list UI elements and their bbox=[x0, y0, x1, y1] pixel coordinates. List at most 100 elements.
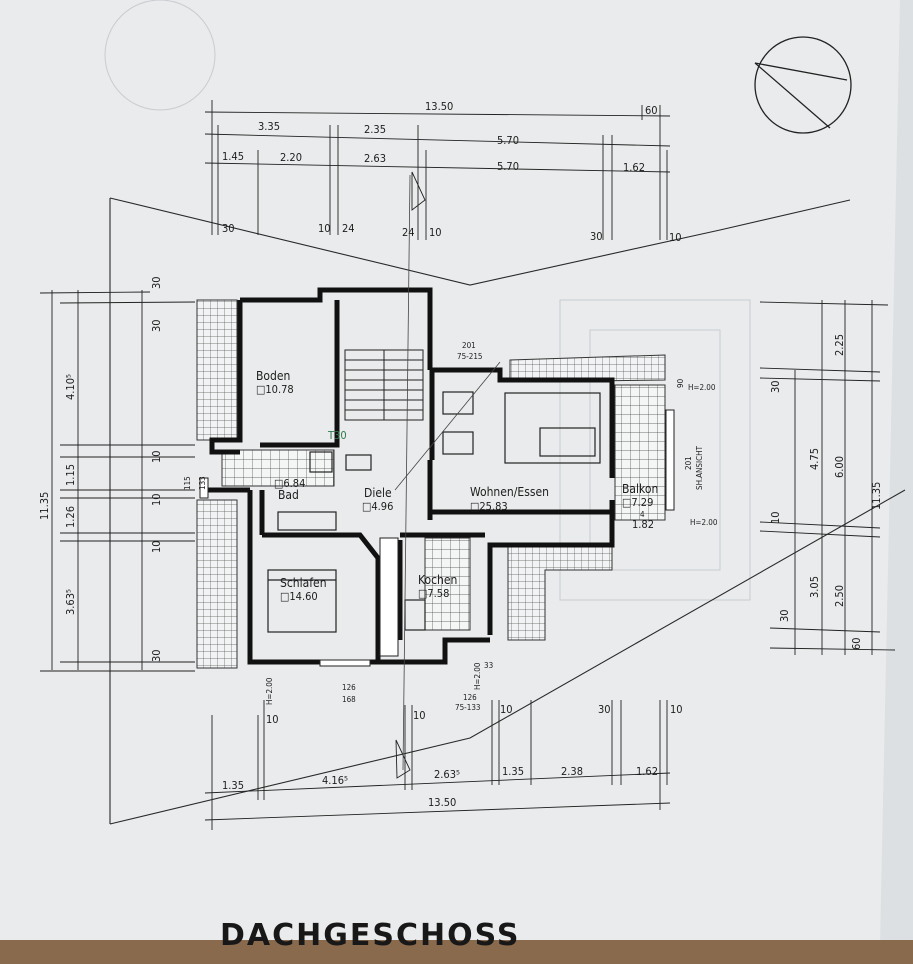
dim-bottom-r1-2: 2.63⁵ bbox=[434, 768, 460, 781]
dim-right-outer-1: 6.00 bbox=[833, 456, 846, 478]
dim-top-r4-1: 10 bbox=[318, 222, 331, 235]
room-boden-area: □10.78 bbox=[256, 383, 294, 396]
dim-top-r2-2: 5.70 bbox=[497, 134, 519, 147]
balcony-4-label: 4 bbox=[640, 510, 645, 519]
dim-top-r3-2: 2.63 bbox=[364, 152, 386, 165]
window-bottom-sub-label: 168 bbox=[342, 695, 356, 704]
room-balkon-area: □7.29 bbox=[622, 496, 653, 509]
dim-top-r3-1: 2.20 bbox=[280, 151, 302, 164]
room-balkon-area-sub: 1.82 bbox=[632, 518, 654, 531]
staircase bbox=[344, 349, 424, 421]
dim-top-r4-4: 10 bbox=[429, 226, 442, 239]
small-33-label: 33 bbox=[484, 661, 493, 670]
room-balkon-name: Balkon bbox=[622, 482, 658, 496]
dim-bottom-total: 13.50 bbox=[428, 796, 456, 809]
height-label-d: H=2.00 bbox=[690, 518, 718, 527]
dim-bottom-r2-0: 10 bbox=[266, 713, 279, 726]
dim-top-r4-3: 24 bbox=[402, 226, 415, 239]
window-bottom-label: 126 bbox=[342, 683, 356, 692]
dim-top-60: 60 bbox=[645, 104, 658, 117]
dim-bottom-r1-4: 2.38 bbox=[561, 765, 583, 778]
dim-right-inner-3: 60 bbox=[850, 637, 863, 650]
roof-slope-hatching bbox=[196, 299, 666, 669]
dimensions-right bbox=[759, 300, 896, 655]
dim-bottom-r1-1: 4.16⁵ bbox=[322, 774, 348, 787]
dim-right-mid-0: 4.75 bbox=[808, 448, 821, 470]
room-wohnen-name: Wohnen/Essen bbox=[470, 485, 549, 499]
height-label-b: H=2.00 bbox=[473, 662, 482, 690]
room-bad-name: Bad bbox=[278, 488, 299, 502]
dim-bottom-r1-3: 1.35 bbox=[502, 765, 524, 778]
paper-fold bbox=[880, 0, 913, 945]
balcony-side-label: 201 bbox=[684, 456, 693, 470]
dim-right-outer-0: 2.25 bbox=[833, 334, 846, 356]
window-bottom2-sub-label: 75-133 bbox=[455, 703, 481, 712]
dim-top-r4-0: 30 bbox=[222, 222, 235, 235]
dim-left-inner-0: 30 bbox=[150, 276, 163, 289]
dim-right-inner-2: 30 bbox=[778, 609, 791, 622]
dim-top-r3-3: 5.70 bbox=[497, 160, 519, 173]
dim-right-inner-1: 10 bbox=[769, 511, 782, 524]
dim-top-r2-1: 2.35 bbox=[364, 123, 386, 136]
room-kochen-area: □7.58 bbox=[418, 587, 449, 600]
dimensions-top bbox=[204, 100, 671, 240]
page-title: DACHGESCHOSS bbox=[220, 918, 520, 953]
table-edge bbox=[0, 940, 913, 960]
window-left-label: 115 bbox=[183, 476, 192, 490]
room-wohnen-area: □25.83 bbox=[470, 500, 508, 513]
dim-left-inner-1: 30 bbox=[150, 319, 163, 332]
dim-bottom-r2-3: 30 bbox=[598, 703, 611, 716]
room-boden-name: Boden bbox=[256, 369, 290, 383]
dim-bottom-r1-5: 1.62 bbox=[636, 765, 658, 778]
dim-right-mid-1: 3.05 bbox=[808, 576, 821, 598]
dim-left-seg-3: 3.63⁵ bbox=[64, 589, 77, 615]
north-arrow-icon bbox=[754, 36, 852, 134]
dim-top-r2-0: 3.35 bbox=[258, 120, 280, 133]
windows bbox=[199, 409, 675, 667]
tiled-floors bbox=[221, 384, 666, 631]
dimensions-left bbox=[39, 290, 196, 672]
dim-left-inner-4: 10 bbox=[150, 540, 163, 553]
window-bottom2-label: 126 bbox=[463, 693, 477, 702]
room-schlafen-name: Schlafen bbox=[280, 576, 327, 590]
dim-top-r4-6: 10 bbox=[669, 231, 682, 244]
opening-top-label: 201 bbox=[462, 341, 476, 350]
dim-bottom-r2-2: 10 bbox=[500, 703, 513, 716]
background-sketch bbox=[104, 0, 751, 601]
dim-left-seg-1: 1.15 bbox=[64, 464, 77, 486]
room-diele-name: Diele bbox=[364, 486, 392, 500]
dim-left-seg-2: 1.26 bbox=[64, 506, 77, 528]
height-label-c: H=2.00 bbox=[688, 383, 716, 392]
room-diele-area: □4.96 bbox=[362, 500, 393, 513]
dim-bottom-r2-4: 10 bbox=[670, 703, 683, 716]
dim-top-r3-0: 1.45 bbox=[222, 150, 244, 163]
dim-top-r3-4: 1.62 bbox=[623, 161, 645, 174]
room-kochen-name: Kochen bbox=[418, 573, 457, 587]
section-lines bbox=[394, 174, 501, 771]
dim-left-inner-5: 30 bbox=[150, 649, 163, 662]
room-schlafen-area: □14.60 bbox=[280, 590, 318, 603]
dim-top-r4-5: 30 bbox=[590, 230, 603, 243]
dim-bottom-r1-0: 1.35 bbox=[222, 779, 244, 792]
dim-right-outer-2: 2.50 bbox=[833, 585, 846, 607]
dim-left-inner-2: 10 bbox=[150, 450, 163, 463]
dim-right-inner-0: 30 bbox=[769, 380, 782, 393]
height-label-a: H=2.00 bbox=[265, 677, 274, 705]
walls bbox=[200, 287, 615, 665]
dim-bottom-r2-1: 10 bbox=[413, 709, 426, 722]
door-rating-label: T30 bbox=[327, 429, 347, 442]
window-left-sub-label: 133 bbox=[198, 476, 207, 490]
dim-top-total: 13.50 bbox=[425, 100, 453, 113]
balcony-view-label: SH.ANSICHT bbox=[695, 445, 704, 490]
balcony-90-label: 90 bbox=[676, 378, 685, 388]
dim-right-total: 11.35 bbox=[870, 482, 883, 510]
furniture bbox=[267, 391, 601, 633]
dim-left-inner-3: 10 bbox=[150, 493, 163, 506]
dim-left-total: 11.35 bbox=[38, 492, 51, 520]
dim-top-r4-2: 24 bbox=[342, 222, 355, 235]
dim-left-seg-0: 4.10⁵ bbox=[64, 374, 77, 400]
opening-top-sub-label: 75-215 bbox=[457, 352, 483, 361]
